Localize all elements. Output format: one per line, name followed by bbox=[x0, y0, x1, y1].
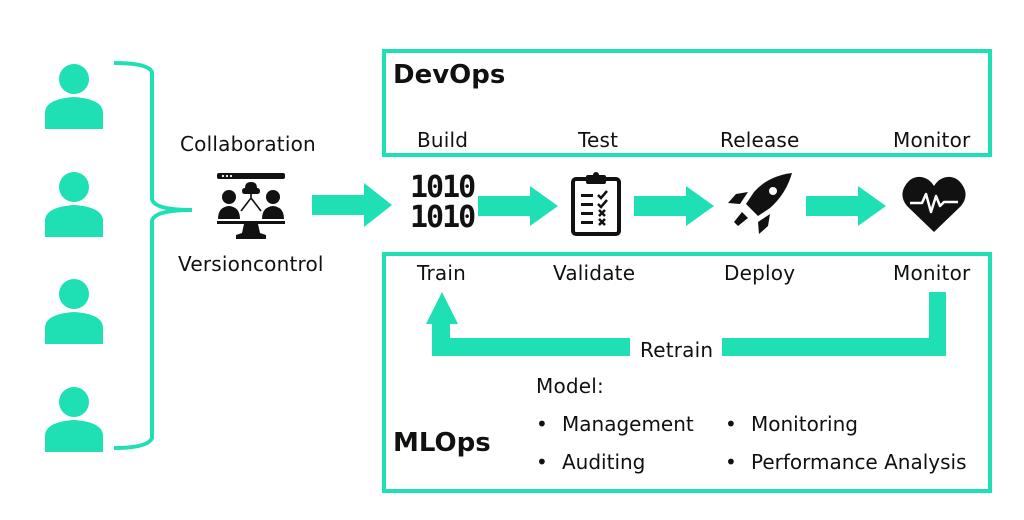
mlops-stage-train: Train bbox=[417, 261, 466, 285]
bullet: • bbox=[725, 450, 737, 474]
model-item: • Monitoring bbox=[725, 412, 858, 436]
collaboration-label: Collaboration bbox=[180, 132, 316, 156]
devops-box bbox=[382, 49, 992, 157]
devops-stage-monitor: Monitor bbox=[893, 128, 971, 152]
bullet: • bbox=[725, 412, 737, 436]
mlops-box bbox=[382, 252, 992, 493]
flow-arrow bbox=[634, 186, 714, 226]
collaboration-monitor-icon bbox=[214, 171, 288, 241]
user-icon bbox=[43, 171, 105, 237]
model-item-label: Performance Analysis bbox=[751, 450, 967, 474]
mlops-stage-validate: Validate bbox=[553, 261, 636, 285]
model-item-label: Auditing bbox=[562, 450, 646, 474]
devops-stage-build: Build bbox=[417, 128, 469, 152]
retrain-loop-arrow bbox=[426, 292, 946, 356]
grouping-bracket bbox=[113, 61, 193, 450]
user-icon bbox=[43, 63, 105, 129]
model-item: • Management bbox=[536, 412, 694, 436]
user-icon bbox=[43, 386, 105, 452]
model-heading: Model: bbox=[536, 374, 604, 398]
bullet: • bbox=[536, 412, 548, 436]
binary-code-icon: 1010 1010 bbox=[410, 173, 476, 235]
devops-stage-release: Release bbox=[720, 128, 800, 152]
flow-arrow bbox=[806, 186, 886, 226]
devops-stage-test: Test bbox=[578, 128, 619, 152]
devops-title: DevOps bbox=[393, 60, 506, 90]
versioncontrol-label: Versioncontrol bbox=[178, 252, 324, 276]
flow-arrow bbox=[478, 186, 558, 226]
binary-line: 1010 bbox=[410, 200, 476, 235]
bullet: • bbox=[536, 450, 548, 474]
model-item: • Performance Analysis bbox=[725, 450, 967, 474]
user-icon bbox=[43, 278, 105, 344]
mlops-title: MLOps bbox=[393, 428, 491, 458]
mlops-stage-monitor: Monitor bbox=[893, 261, 971, 285]
heart-pulse-icon bbox=[902, 176, 966, 232]
binary-line: 1010 bbox=[410, 170, 476, 205]
rocket-icon bbox=[728, 173, 792, 234]
mlops-stage-deploy: Deploy bbox=[724, 261, 796, 285]
clipboard-checklist-icon bbox=[571, 172, 621, 236]
model-item-label: Management bbox=[562, 412, 694, 436]
model-item-label: Monitoring bbox=[751, 412, 858, 436]
flow-arrow bbox=[312, 183, 392, 227]
retrain-label: Retrain bbox=[640, 338, 714, 362]
model-item: • Auditing bbox=[536, 450, 645, 474]
